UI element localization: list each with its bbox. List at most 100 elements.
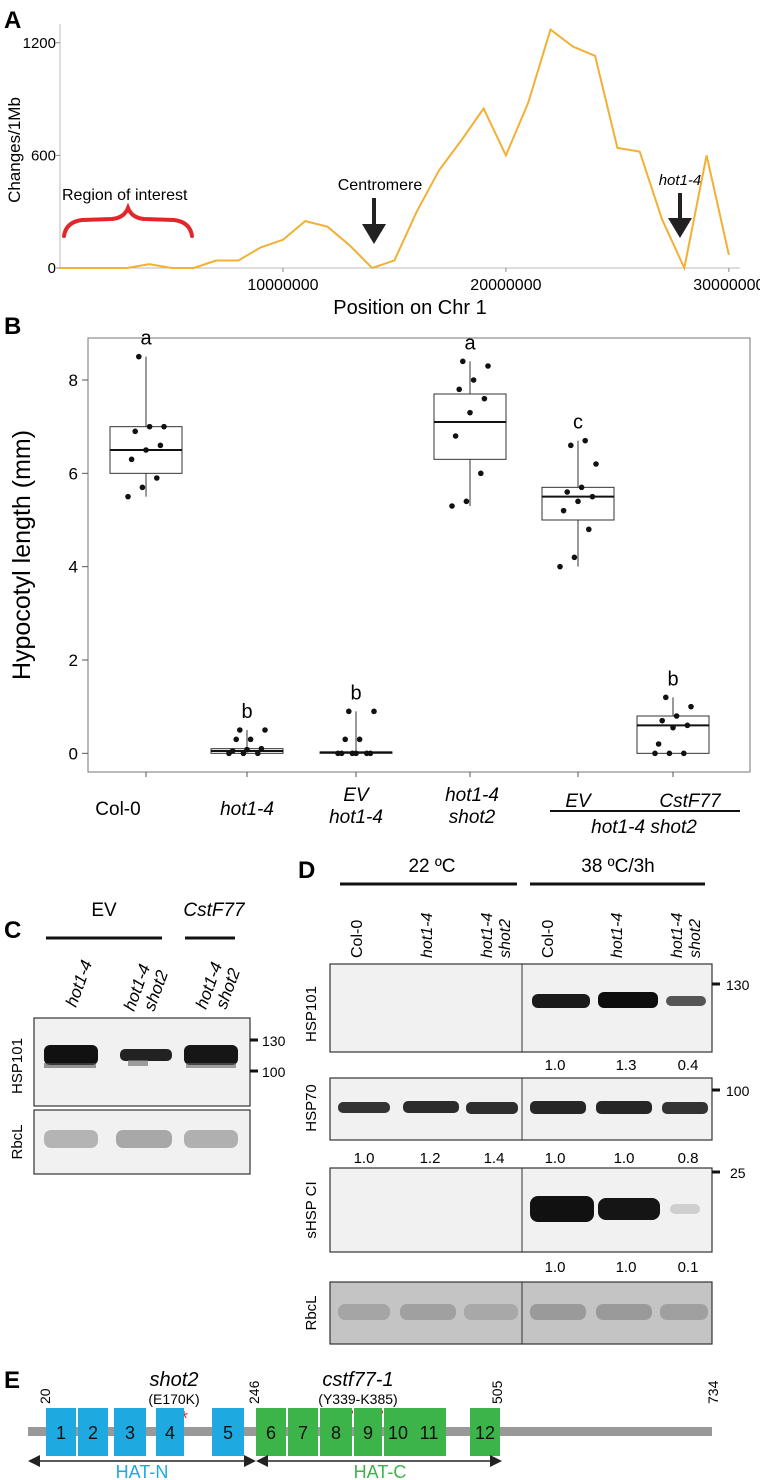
b-group-label: hot1-4 shot2 <box>591 817 697 838</box>
c-band <box>186 1063 236 1068</box>
panel-e: E shot2 (E170K) cstf77-1 (Y339-K385) 20 … <box>4 1367 721 1480</box>
b-data-point <box>688 703 694 710</box>
d-quant: 0.1 <box>678 1259 699 1276</box>
arrow-right-icon <box>244 1455 256 1467</box>
b-xlabel-ev-hot14-a: EV <box>343 785 371 806</box>
d-band <box>598 1198 660 1220</box>
b-data-point <box>254 750 261 757</box>
b-xlabel-ev-hot14-b: hot1-4 <box>329 807 383 828</box>
arrow-left-icon <box>256 1455 268 1467</box>
b-data-point <box>652 750 658 757</box>
b-data-point <box>240 750 247 757</box>
panel-d: D 22 ºC 38 ºC/3h Col-0 hot1-4 hot1-4 sho… <box>298 856 750 1345</box>
c-band <box>184 1045 238 1065</box>
d-band <box>338 1304 390 1320</box>
c-header-cstf: CstF77 <box>183 900 246 921</box>
b-data-point <box>346 708 352 715</box>
b-data-point <box>478 470 484 477</box>
d-quant: 1.0 <box>545 1150 566 1167</box>
e-domain-number: 3 <box>125 1423 135 1443</box>
c-band <box>44 1063 96 1068</box>
b-data-point <box>593 461 599 467</box>
b-data-point <box>233 736 239 743</box>
c-row-label-rbcl: RbcL <box>9 1124 26 1159</box>
b-data-point <box>237 727 243 733</box>
d-band <box>530 1101 586 1114</box>
d-band <box>400 1304 456 1320</box>
b-letter: b <box>350 682 361 704</box>
e-cstf-range: (Y339-K385) <box>318 1391 397 1407</box>
panel-label-a: A <box>4 7 21 34</box>
d-quant: 1.0 <box>614 1150 635 1167</box>
d-lane-label: hot1-4 <box>419 913 436 958</box>
panel-label-d: D <box>298 857 315 884</box>
c-header-ev: EV <box>91 900 117 921</box>
panel-label-e: E <box>4 1367 20 1394</box>
b-data-point <box>157 442 164 449</box>
b-xlabel-ev: EV <box>565 791 593 812</box>
d-blot-hsp101 <box>329 963 713 1053</box>
c-band <box>44 1130 98 1148</box>
a-x-tick-label: 20000000 <box>470 277 541 294</box>
e-domain-number: 7 <box>298 1423 308 1443</box>
b-boxes <box>109 356 710 754</box>
e-domain-block <box>384 1408 412 1456</box>
b-data-point <box>666 750 673 757</box>
b-data-point <box>460 358 466 365</box>
e-pos-mid: 246 <box>246 1380 262 1404</box>
b-data-point <box>586 526 592 533</box>
c-band <box>116 1130 172 1148</box>
d-lane-label: hot1-4 <box>609 913 626 958</box>
d-quant: 1.4 <box>484 1150 505 1167</box>
b-data-point <box>589 493 596 500</box>
b-data-point <box>463 498 470 505</box>
b-data-point <box>470 377 477 383</box>
d-band <box>464 1304 518 1320</box>
b-letter: c <box>573 412 583 434</box>
e-shot2-mutation: (E170K) <box>148 1391 199 1407</box>
b-y-tick-label: 6 <box>69 464 78 483</box>
b-y-tick-label: 2 <box>69 651 78 670</box>
d-row-label-rbcl: RbcL <box>303 1295 320 1330</box>
c-band <box>184 1130 238 1148</box>
b-data-point <box>673 713 680 719</box>
d-quant: 0.4 <box>678 1057 699 1074</box>
d-quant: 1.0 <box>354 1150 375 1167</box>
b-xlabel-shot2-b: shot2 <box>449 807 496 828</box>
b-data-point <box>244 746 250 753</box>
b-data-point <box>452 433 459 439</box>
a-hot14-label: hot1-4 <box>659 172 702 189</box>
arrow-down-icon <box>362 224 386 244</box>
d-quant: 1.3 <box>616 1057 637 1074</box>
c-marker-130: 130 <box>262 1033 286 1049</box>
b-data-point <box>132 428 138 435</box>
d-band <box>530 1304 586 1320</box>
e-domain-block <box>320 1408 352 1456</box>
arrow-down-icon <box>668 218 692 238</box>
a-y-tick-label: 0 <box>48 260 56 277</box>
b-xlabel-shot2-a: hot1-4 <box>445 785 499 806</box>
b-data-point <box>575 498 581 505</box>
e-domain-block <box>114 1408 146 1456</box>
a-centromere-label: Centromere <box>338 177 423 194</box>
b-data-point <box>663 694 669 701</box>
b-y-tick-label: 8 <box>69 371 78 390</box>
e-domain-block <box>354 1408 382 1456</box>
e-domain-block <box>46 1408 76 1456</box>
c-marker-100: 100 <box>262 1064 286 1080</box>
b-data-point <box>571 554 578 561</box>
b-data-point <box>456 386 463 393</box>
d-band <box>403 1101 459 1113</box>
d-marker-25: 25 <box>730 1165 746 1181</box>
b-data-point <box>136 353 142 360</box>
b-data-point <box>154 475 160 481</box>
b-data-point <box>684 722 691 729</box>
b-data-point <box>128 456 135 463</box>
e-domain-block <box>212 1408 244 1456</box>
a-x-axis-label: Position on Chr 1 <box>333 297 486 319</box>
b-data-point <box>262 727 268 733</box>
